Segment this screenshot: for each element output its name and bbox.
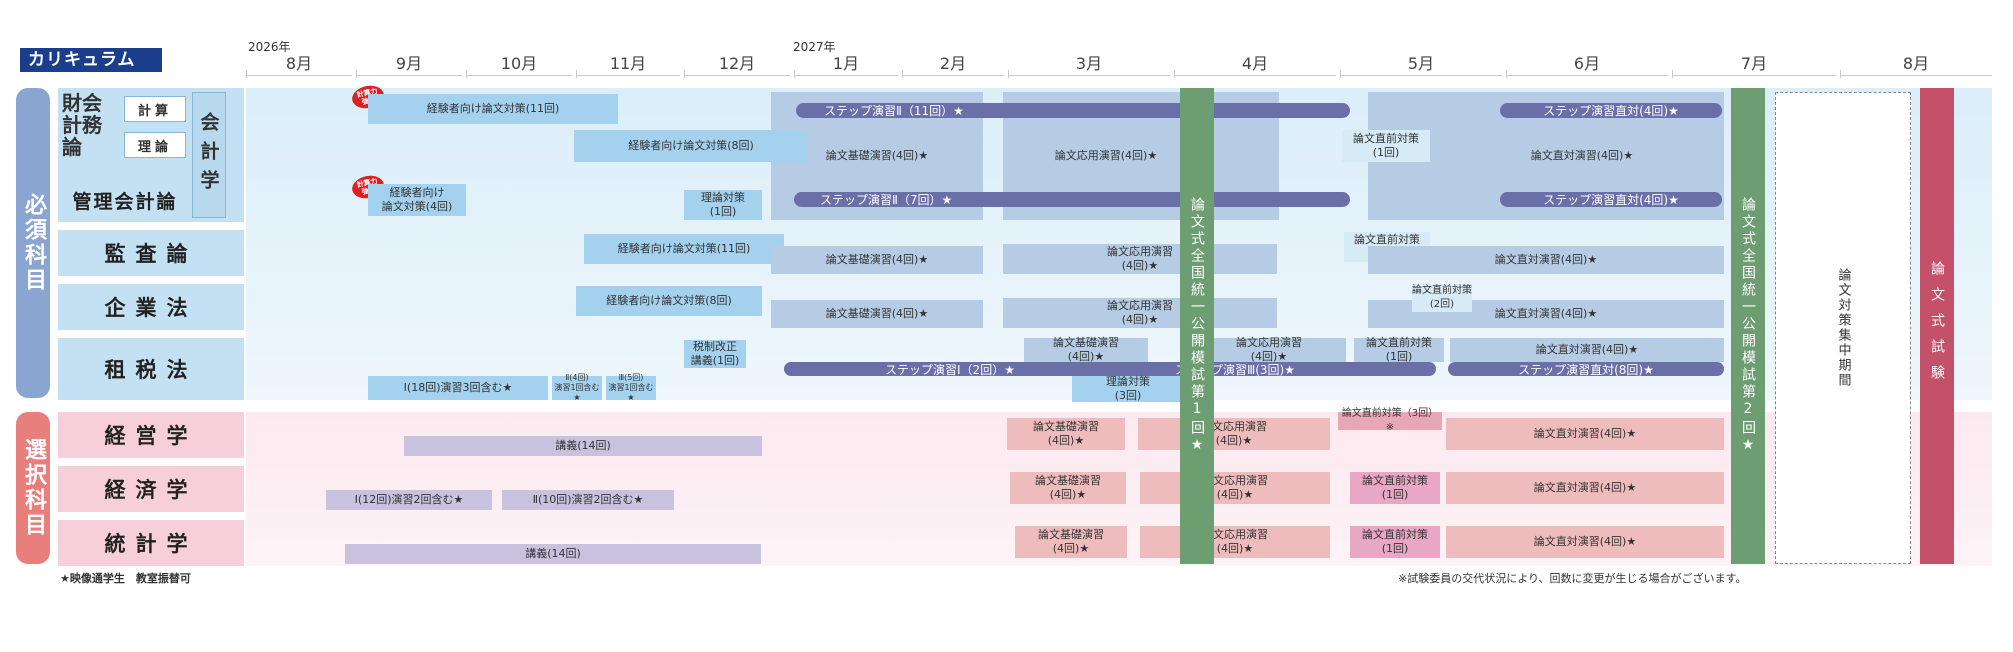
month-label: 9月 [356, 52, 462, 76]
subject-kanri: 管理会計論 [72, 190, 178, 213]
month-label: 8月 [1840, 52, 1992, 76]
month-tick [356, 70, 357, 78]
block-keiei-chokuzen: 論文直前対策（3回）※ [1338, 408, 1442, 433]
required-category: 必須科目 [16, 88, 50, 398]
block-tokei-kogi: 講義(14回) [345, 544, 761, 564]
block-sozei-kiso: 論文基礎演習 (4回)★ [1024, 336, 1148, 363]
block-sozei-zeisei: 税制改正 講義(1回) [684, 340, 746, 368]
block-sozei-chokutai: 論文直対演習(4回)★ [1450, 338, 1724, 362]
block-kanri-riron: 理論対策 (1回) [684, 190, 762, 220]
block-tokei-chokuzen: 論文直前対策 (1回) [1350, 526, 1440, 558]
vbar-intensive: 論文対策集中期間 [1775, 92, 1911, 564]
pill-kanri-step2: ステップ演習Ⅱ（7回）★ [794, 192, 1350, 207]
subject-kansa: 監査論 [58, 230, 244, 276]
block-kigyo-chokuzen: 論文直前対策 (2回) [1412, 284, 1472, 312]
block-keizai-i12: Ⅰ(12回)演習2回含む★ [326, 490, 492, 510]
pill-sozei-step1-label: ステップ演習Ⅰ（2回）★ [885, 362, 1015, 377]
month-tick [1506, 70, 1507, 78]
vbar-exam: 論文式試験 [1920, 88, 1954, 564]
block-keiei-chokutai: 論文直対演習(4回)★ [1446, 418, 1724, 450]
subject-keiei: 経営学 [58, 412, 244, 458]
block-keizai-chokutai: 論文直対演習(4回)★ [1446, 472, 1724, 504]
footer-left: ★映像通学生 教室振替可 [60, 572, 191, 585]
vbar-mock1: 論文式全国統一公開模試第1回★ [1180, 88, 1214, 564]
block-tokei-kiso: 論文基礎演習 (4回)★ [1015, 526, 1127, 558]
subject-kigyo: 企業法 [58, 284, 244, 330]
block-keiei-ouyou: 論文応用演習 (4回)★ [1138, 418, 1330, 450]
subject-zaimu-calc: 計算 [124, 96, 186, 122]
month-label: 8月 [246, 52, 352, 76]
month-tick [1008, 70, 1009, 78]
block-sozei-chokuzen: 論文直前対策 (1回) [1354, 336, 1444, 363]
block-kansa-exp11: 経験者向け論文対策(11回) [584, 234, 784, 264]
page-title: カリキュラム [20, 48, 162, 72]
footer-right: ※試験委員の交代状況により、回数に変更が生じる場合がございます。 [1398, 572, 1747, 585]
block-keiei-kiso: 論文基礎演習 (4回)★ [1007, 418, 1125, 450]
month-label: 5月 [1340, 52, 1502, 76]
month-tick [794, 70, 795, 78]
month-tick [902, 70, 903, 78]
pill-zaimu-stepc: ステップ演習直対(4回)★ [1500, 103, 1722, 118]
month-label: 2月 [902, 52, 1004, 76]
month-label: 7月 [1672, 52, 1836, 76]
block-keizai-ii10: Ⅱ(10回)演習2回含む★ [502, 490, 674, 510]
block-keizai-kiso: 論文基礎演習 (4回)★ [1010, 472, 1126, 504]
block-tokei-chokutai: 論文直対演習(4回)★ [1446, 526, 1724, 558]
subject-zaimu: 財会 計務 論 [62, 91, 102, 159]
block-zaimu-ouyou: 論文応用演習(4回)★ [1054, 149, 1158, 162]
block-zaimu-chokuzen: 論文直前対策 (1回) [1342, 130, 1430, 162]
month-label: 3月 [1008, 52, 1170, 76]
pill-kanri-stepc: ステップ演習直対(4回)★ [1500, 192, 1722, 207]
block-kansa-chokutai: 論文直対演習(4回)★ [1368, 246, 1724, 274]
block-sozei-i18: Ⅰ(18回)演習3回含む★ [368, 376, 548, 400]
block-tokei-ouyou: 論文応用演習 (4回)★ [1140, 526, 1330, 558]
month-label: 1月 [794, 52, 898, 76]
month-tick [1672, 70, 1673, 78]
month-label: 12月 [684, 52, 790, 76]
block-zaimu-exp8: 経験者向け論文対策(8回) [574, 130, 808, 162]
subject-tokei: 統計学 [58, 520, 244, 566]
month-tick [1340, 70, 1341, 78]
block-keizai-ouyou: 論文応用演習 (4回)★ [1140, 472, 1330, 504]
block-zaimu-chokutai: 論文直対演習(4回)★ [1530, 149, 1634, 162]
block-kansa-ouyou: 論文応用演習 (4回)★ [1003, 244, 1277, 274]
year-label-2026: 2026年 [248, 40, 291, 54]
block-kigyo-ouyou: 論文応用演習 (4回)★ [1003, 298, 1277, 328]
month-tick [1174, 70, 1175, 78]
month-tick [246, 70, 247, 78]
month-tick [576, 70, 577, 78]
month-label: 11月 [576, 52, 680, 76]
month-label: 6月 [1506, 52, 1668, 76]
block-sozei-ii4: Ⅱ(4回) 演習1回含む★ [552, 373, 602, 402]
pill-sozei-stepc: ステップ演習直対(8回)★ [1448, 362, 1724, 377]
block-kanri-exp: 経験者向け 論文対策(4回) [368, 184, 466, 216]
subject-keizai: 経済学 [58, 466, 244, 512]
block-sozei-riron: 理論対策 (3回) [1072, 375, 1184, 402]
month-tick [1840, 70, 1841, 78]
block-kansa-kiso: 論文基礎演習(4回)★ [771, 246, 983, 274]
block-sozei-ouyou: 論文応用演習 (4回)★ [1192, 336, 1346, 363]
elective-category: 選択科目 [16, 412, 50, 564]
vbar-mock2: 論文式全国統一公開模試第2回★ [1731, 88, 1765, 564]
month-tick [684, 70, 685, 78]
block-sozei-iii5: Ⅲ(5回) 演習1回含む★ [606, 373, 656, 402]
block-zaimu-kiso: 論文基礎演習(4回)★ [825, 149, 929, 162]
subject-kaikeigaku: 会計学 [192, 92, 226, 218]
pill-sozei-steps: ステップ演習Ⅰ（2回）★ ステップ演習Ⅲ(3回)★ [784, 362, 1436, 377]
block-zaimu-exp11: 経験者向け論文対策(11回) [368, 94, 618, 124]
block-kigyo-kiso: 論文基礎演習(4回)★ [771, 300, 983, 328]
month-label: 10月 [466, 52, 572, 76]
subject-sozei: 租税法 [58, 338, 244, 400]
subject-zaimu-theory: 理論 [124, 132, 186, 158]
month-label: 4月 [1174, 52, 1336, 76]
pill-zaimu-step2: ステップ演習Ⅱ（11回）★ [796, 103, 1350, 118]
block-keiei-kogi: 講義(14回) [404, 436, 762, 456]
year-label-2027: 2027年 [793, 40, 836, 54]
block-keizai-chokuzen: 論文直前対策 (1回) [1350, 472, 1440, 504]
block-kigyo-exp8: 経験者向け論文対策(8回) [576, 286, 762, 316]
month-tick [466, 70, 467, 78]
